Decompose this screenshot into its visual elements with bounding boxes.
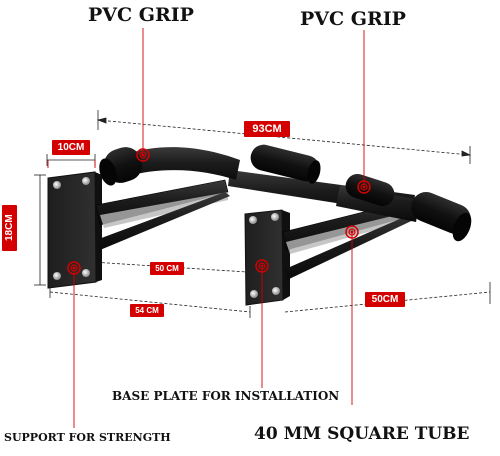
target-marker-left-grip [136, 148, 150, 162]
dimension-inner-gap: 50 CM [150, 262, 184, 275]
top-grip [250, 144, 321, 184]
square-tube-label: 40 MM SQUARE TUBE [254, 424, 470, 444]
target-marker-base-plate [255, 259, 269, 273]
target-marker-right-grip [357, 180, 371, 194]
callout-lines [47, 28, 365, 428]
dimension-overall-width: 93CM [244, 121, 290, 137]
base-plate-label: BASE PLATE FOR INSTALLATION [112, 389, 340, 403]
dimension-plate-width: 10CM [52, 140, 90, 155]
dimension-depth: 50CM [365, 292, 405, 307]
pvc-grip-right-label: PVC GRIP [300, 8, 406, 30]
dimension-outer-span: 54 CM [130, 304, 164, 317]
target-markers [67, 148, 371, 275]
support-label: SUPPORT FOR STRENGTH [4, 431, 171, 444]
main-crossbar [99, 144, 472, 242]
dimension-height: 18CM [2, 205, 17, 251]
target-marker-tube [345, 225, 359, 239]
target-marker-support [67, 261, 81, 275]
left-support-arm [95, 179, 230, 250]
pvc-grip-left-label: PVC GRIP [88, 4, 194, 26]
left-wall-plate [47, 171, 102, 289]
right-grip [411, 192, 472, 242]
left-grip [99, 147, 143, 186]
right-wall-plate [244, 209, 290, 306]
